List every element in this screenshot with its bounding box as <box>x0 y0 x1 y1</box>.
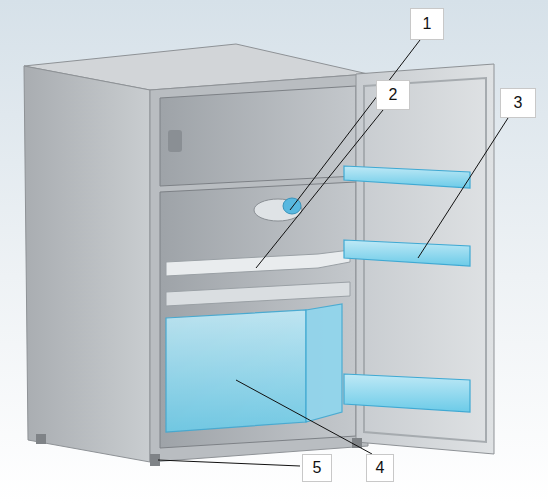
callout-number: 4 <box>366 454 394 482</box>
crisper-drawer <box>166 310 306 432</box>
freezer-latch <box>168 130 182 152</box>
leader-line <box>256 110 383 268</box>
foot <box>36 434 46 444</box>
door-bin <box>344 166 470 188</box>
callout-number: 3 <box>500 88 536 118</box>
freezer-compartment <box>160 86 356 186</box>
front-frame <box>150 74 368 462</box>
leader-line <box>418 118 508 258</box>
lamp-knob <box>283 198 301 214</box>
leader-line <box>236 380 372 454</box>
main-compartment <box>160 182 356 448</box>
crisper-cover <box>166 282 350 306</box>
leader-line <box>290 40 420 210</box>
callout-number: 5 <box>302 454 332 482</box>
leader-line <box>158 460 300 466</box>
callout-number: 1 <box>410 8 444 40</box>
callout-number: 2 <box>376 80 410 110</box>
foot <box>352 438 362 448</box>
door-bin <box>344 240 470 266</box>
fridge-side <box>24 66 150 462</box>
glass-shelf <box>166 250 350 276</box>
crisper-side <box>306 304 342 422</box>
lamp-housing <box>254 199 302 221</box>
door-bin <box>344 374 470 412</box>
